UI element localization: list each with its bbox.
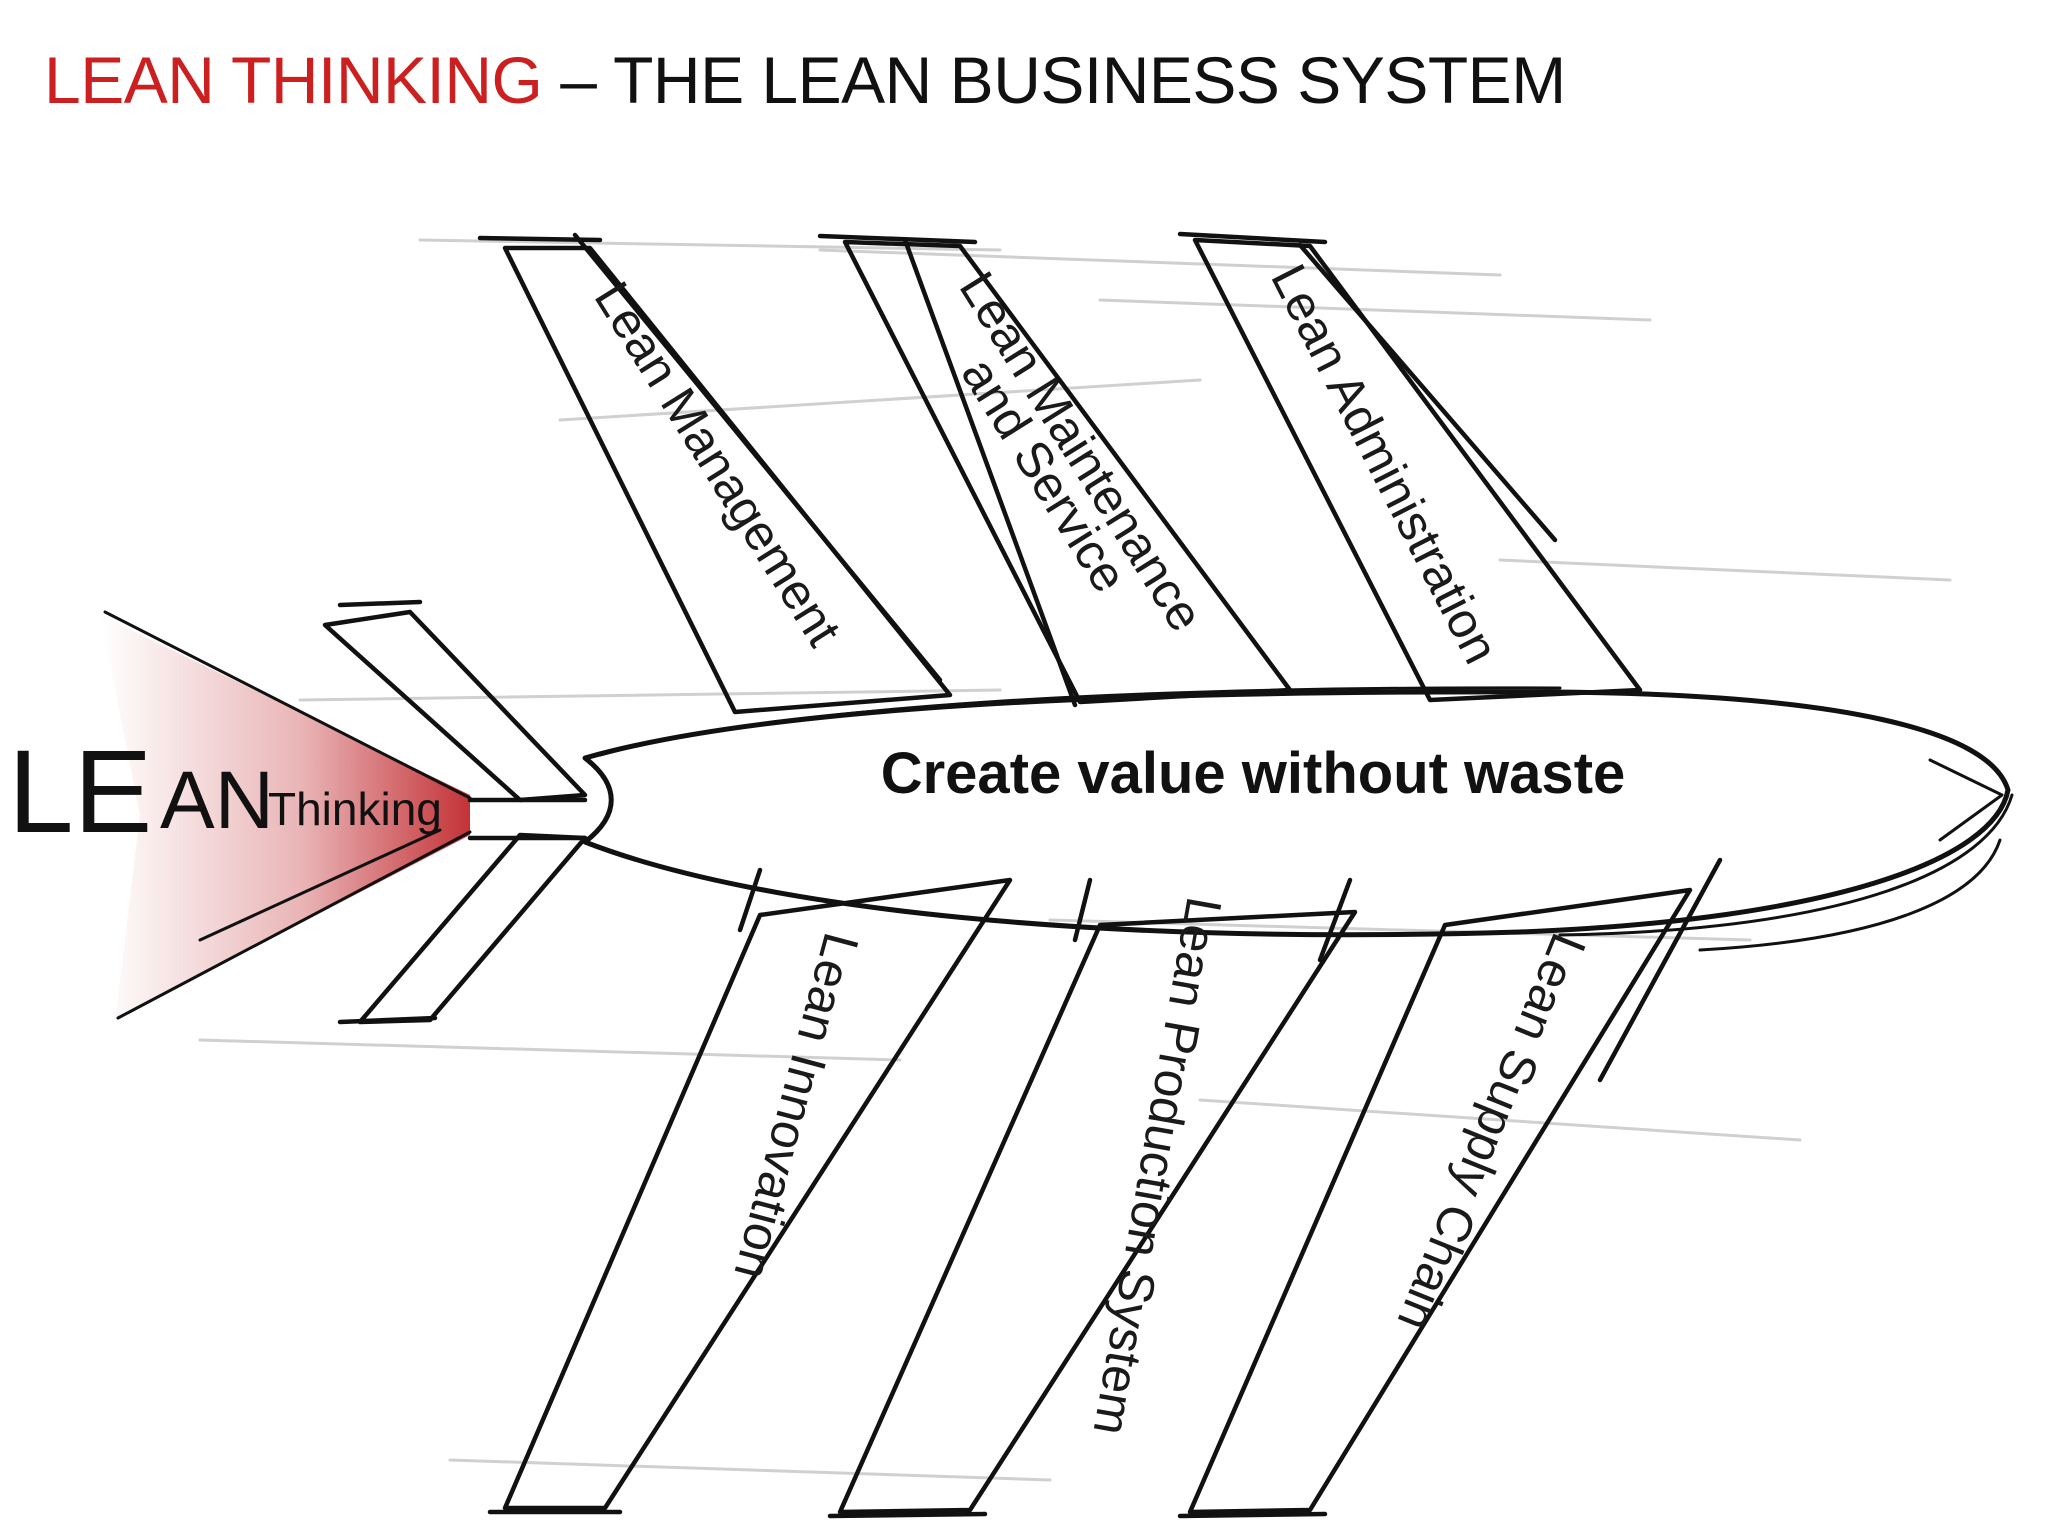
slide-title: LEAN THINKING – THE LEAN BUSINESS SYSTEM [44,42,1566,118]
logo-thinking: Thinking [268,783,442,835]
speed-streaks [198,238,1952,1482]
upper-wing-administration [1177,231,1643,703]
lean-thinking-logo: LE AN Thinking [8,726,442,858]
wing-label-lean-management: Lean Management [584,272,853,655]
fuselage-label: Create value without waste [881,741,1626,806]
wing-label-lean-production-system: Lean Production System [1083,893,1233,1439]
lower-wing-production [827,877,1358,1519]
wing-label-lean-innovation: Lean Innovation [723,927,869,1285]
logo-le: LE [8,726,152,858]
fuselage [582,686,2014,952]
title-rest: – THE LEAN BUSINESS SYSTEM [542,43,1566,117]
logo-an: AN [160,755,274,846]
lower-wing-innovation [487,867,1013,1515]
upper-wing-management [477,232,953,715]
lower-wing-supply-chain [1177,857,1723,1519]
tail-fins [322,599,588,1025]
title-accent: LEAN THINKING [44,43,543,117]
exhaust-sketch-lines [103,610,472,1020]
exhaust-cone [100,615,470,1020]
